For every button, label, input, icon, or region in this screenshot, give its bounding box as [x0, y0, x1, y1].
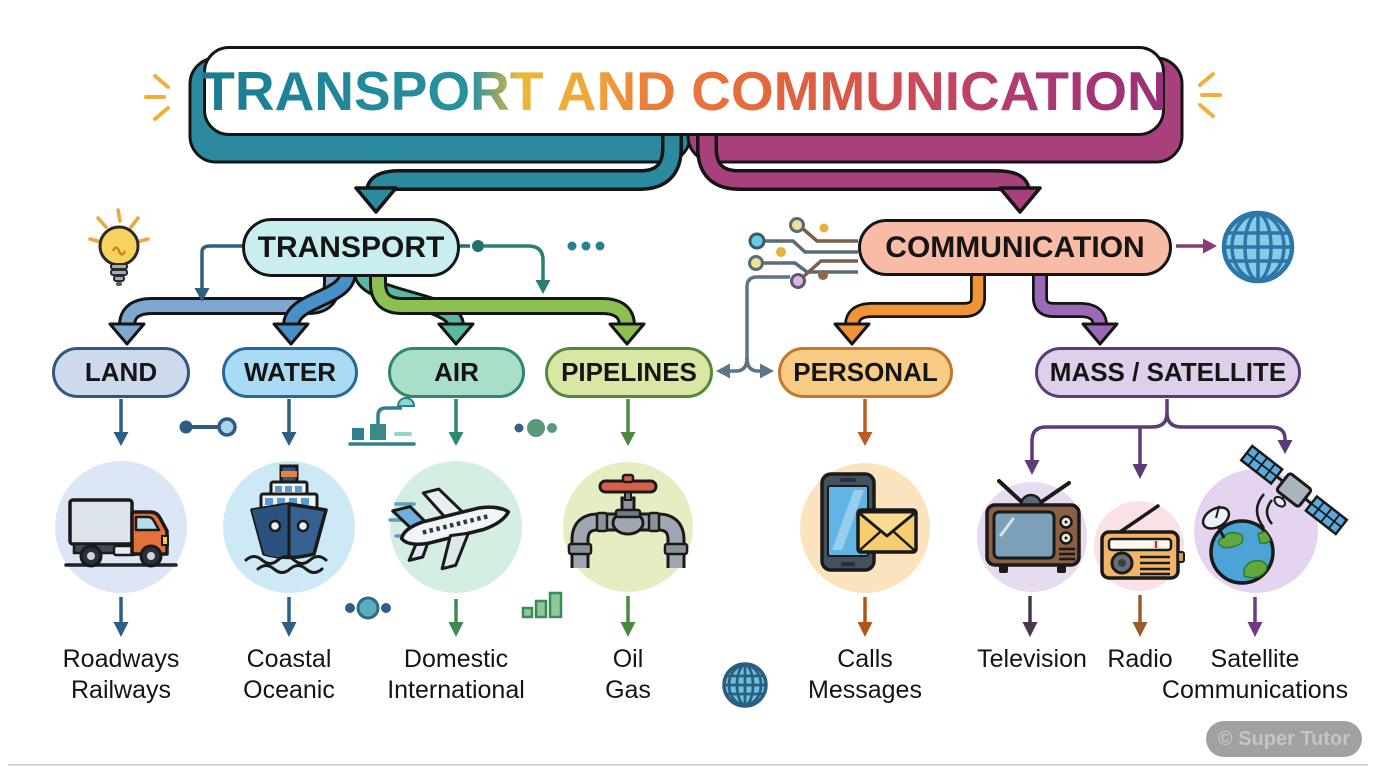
dots-decoration-upper: [514, 419, 557, 437]
label-water-line2: Oceanic: [243, 676, 335, 704]
label-personal-line2: Messages: [808, 676, 922, 704]
circuit-traces-icon: [748, 217, 858, 289]
label-air-line2: International: [387, 676, 525, 704]
dots-decoration-lower: [345, 596, 391, 620]
label-water-line1: Coastal: [246, 645, 332, 673]
dumbbell-decoration: [179, 417, 237, 437]
label-pipelines-line1: Oil: [612, 645, 644, 673]
bottom-hairline: [8, 764, 1368, 766]
title-to-communication-ribbon: [696, 130, 1042, 214]
mass-split-arrows: [1024, 399, 1293, 479]
label-pipelines: Oil Gas: [518, 644, 738, 706]
title-banner: TRANSPORT AND COMMUNICATION: [201, 46, 1167, 136]
label-air: Domestic International: [346, 644, 566, 706]
node-pipelines: PIPELINES: [545, 347, 713, 398]
exchange-arrow: [716, 275, 790, 379]
communication-branch-ribbons: [833, 272, 1119, 346]
abstract-teal-decoration: [348, 397, 416, 446]
page-title: TRANSPORT AND COMMUNICATION: [201, 60, 1167, 122]
node-pipelines-label: PIPELINES: [561, 357, 697, 387]
phone-envelope-icon: [820, 472, 918, 572]
label-satellite-line1: Satellite: [1210, 645, 1300, 673]
globe-icon: [1221, 210, 1295, 284]
label-air-line1: Domestic: [403, 645, 509, 673]
label-pipelines-line2: Gas: [605, 676, 651, 704]
label-radio: Radio: [1030, 644, 1250, 675]
label-television: Television: [922, 644, 1142, 675]
watermark-badge: © Super Tutor: [1206, 721, 1362, 757]
label-television-line1: Television: [977, 645, 1087, 673]
ellipsis-dots: [567, 241, 605, 251]
node-land: LAND: [52, 347, 190, 398]
label-water: Coastal Oceanic: [179, 644, 399, 706]
communication-to-globe-arrow: [1176, 238, 1217, 254]
watermark-text: © Super Tutor: [1217, 727, 1351, 750]
sparkle-decoration-left: [144, 74, 170, 121]
satellite-earth-icon: [1201, 444, 1349, 585]
label-land-line1: Roadways: [62, 645, 180, 673]
title-to-transport-ribbon: [354, 130, 683, 214]
label-personal-line1: Calls: [837, 645, 893, 673]
node-personal: PERSONAL: [778, 347, 953, 398]
globe-small-icon: [722, 662, 768, 708]
lightbulb-icon: [88, 208, 150, 286]
tv-icon: [985, 479, 1081, 573]
label-land-line2: Railways: [70, 676, 172, 704]
ship-icon: [244, 464, 328, 574]
node-personal-label: PERSONAL: [793, 357, 938, 387]
label-satellite-line2: Communications: [1161, 676, 1349, 704]
node-air-label: AIR: [434, 357, 479, 387]
node-communication: COMMUNICATION: [858, 219, 1172, 276]
airplane-icon: [388, 487, 511, 571]
label-satellite: Satellite Communications: [1145, 644, 1365, 706]
transport-side-connectors: [194, 240, 605, 302]
node-water: WATER: [222, 347, 358, 398]
node-land-label: LAND: [84, 357, 158, 387]
icon-to-label-arrows: [113, 595, 1263, 637]
pipeline-valve-icon: [567, 473, 689, 568]
label-personal: Calls Messages: [755, 644, 975, 706]
node-air: AIR: [388, 347, 525, 398]
label-radio-line1: Radio: [1107, 645, 1173, 673]
node-mass-satellite-label: MASS / SATELLITE: [1049, 357, 1287, 387]
truck-icon: [64, 498, 178, 568]
node-transport-label: TRANSPORT: [257, 230, 445, 264]
radio-icon: [1100, 504, 1185, 580]
node-to-icon-arrows: [113, 399, 873, 446]
node-communication-label: COMMUNICATION: [885, 230, 1145, 264]
bar-chart-decoration: [521, 591, 563, 619]
sparkle-decoration-right: [1198, 72, 1222, 118]
node-mass-satellite: MASS / SATELLITE: [1035, 347, 1301, 398]
transport-branch-ribbons: [108, 269, 646, 346]
node-water-label: WATER: [244, 357, 336, 387]
node-transport: TRANSPORT: [242, 218, 460, 277]
label-land: Roadways Railways: [11, 644, 231, 706]
